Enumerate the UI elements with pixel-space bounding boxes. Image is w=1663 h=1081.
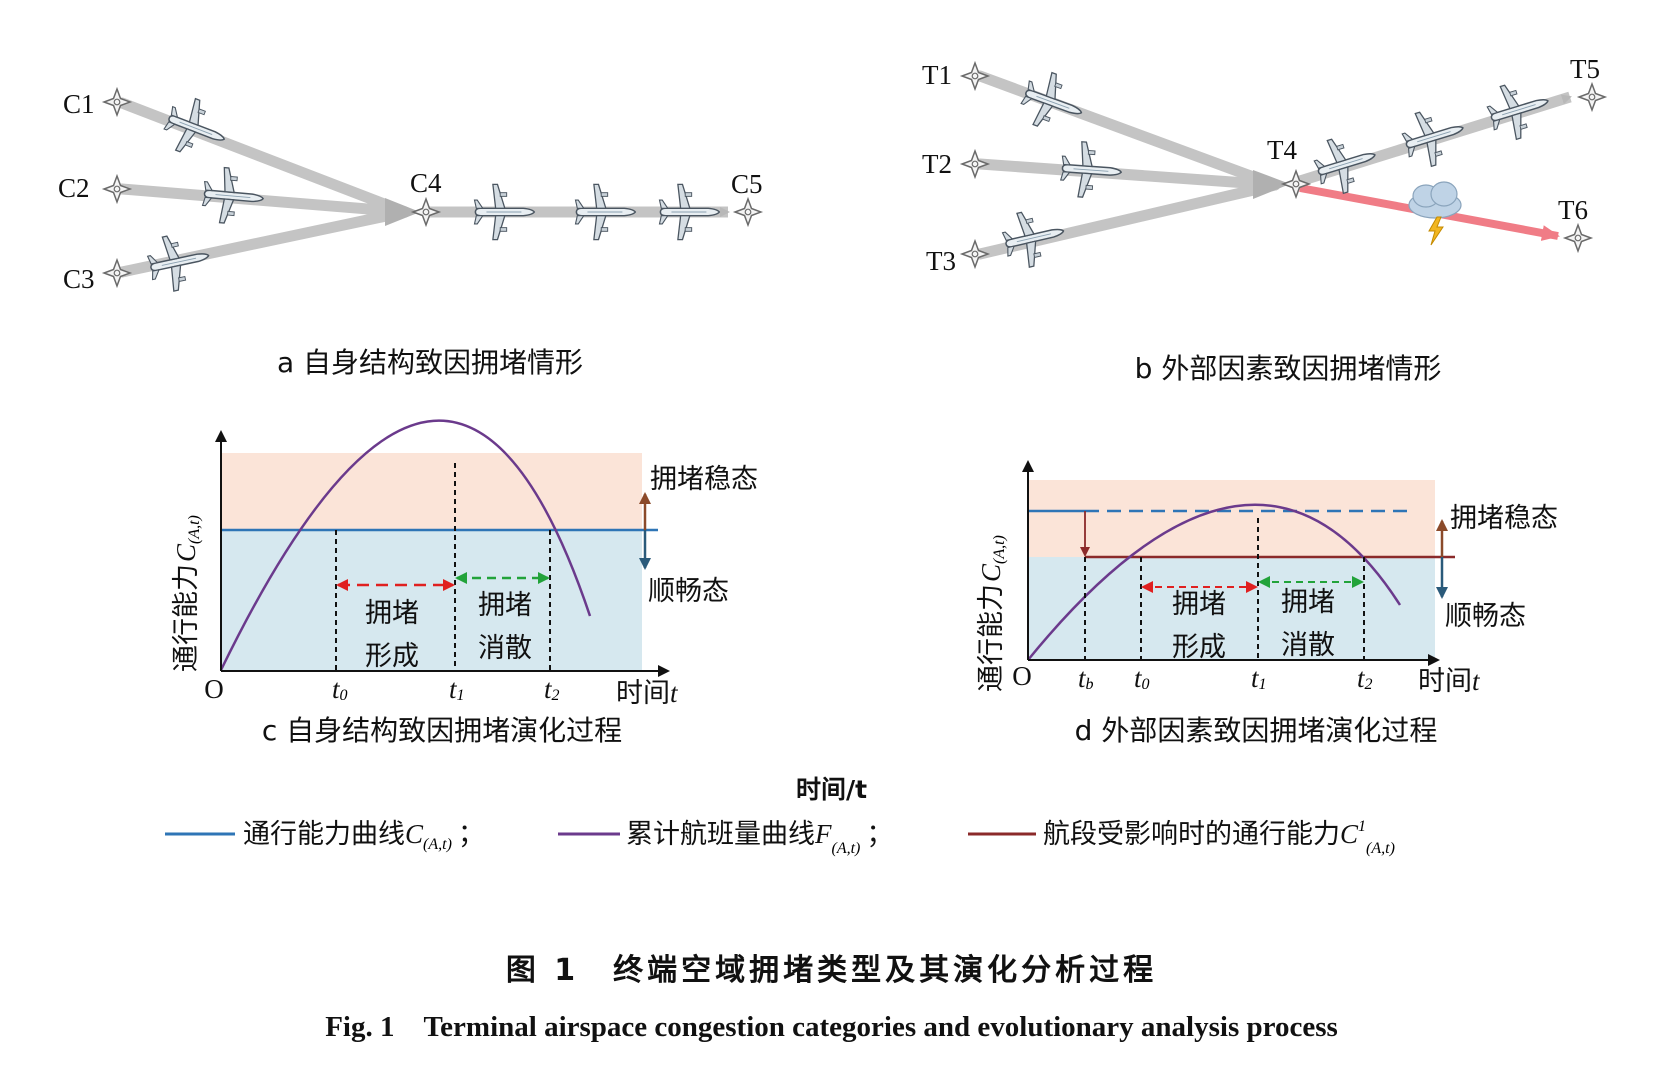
state-congested-label: 拥堵稳态 (1450, 503, 1558, 534)
tick-t2: t2 (544, 674, 560, 704)
waypoint-icon (734, 198, 762, 226)
dissipation-label-1: 拥堵 (1281, 587, 1335, 618)
waypoint-icon (103, 88, 131, 116)
caption-d: d 外部因素致因拥堵演化过程 (1075, 714, 1438, 747)
state-smooth-label: 顺畅态 (1445, 601, 1526, 632)
origin-label: O (1012, 661, 1032, 691)
caption-a: a 自身结构致因拥堵情形 (277, 346, 583, 379)
x-axis-label: 时间t (616, 678, 679, 709)
dissipation-label-2: 消散 (1281, 630, 1335, 661)
origin-label: O (204, 674, 224, 704)
node-c3: C3 (63, 264, 95, 294)
tick-t1: t1 (1251, 663, 1267, 693)
node-c2: C2 (58, 173, 90, 203)
formation-label-2: 形成 (365, 641, 419, 672)
node-t3: T3 (926, 246, 956, 276)
tick-tb: tb (1078, 663, 1094, 693)
node-t4: T4 (1267, 135, 1297, 165)
node-t6: T6 (1558, 195, 1588, 225)
state-congested-label: 拥堵稳态 (650, 464, 758, 495)
panel-b: T1 T2 T3 T4 T5 T6 b 外部因素致因拥堵情形 (922, 54, 1606, 385)
legend-item-capacity: 通行能力曲线C(A,t)； (243, 819, 485, 853)
caption-c: c 自身结构致因拥堵演化过程 (262, 714, 622, 747)
dissipation-label-2: 消散 (478, 633, 532, 664)
route-c2-c4 (116, 183, 411, 218)
node-c4: C4 (410, 168, 442, 198)
legend: 通行能力曲线C(A,t)； 累计航班量曲线F(A,t)； 航段受影响时的通行能力… (165, 818, 1395, 857)
node-t2: T2 (922, 149, 952, 179)
dissipation-label-1: 拥堵 (478, 590, 532, 621)
flights-curve (219, 419, 592, 671)
flights-curve (1027, 503, 1402, 661)
merge-arrow-t4 (1253, 170, 1290, 199)
formation-label-1: 拥堵 (1172, 589, 1226, 620)
smooth-region (221, 530, 642, 671)
legend-header: 时间/t (795, 775, 868, 804)
figure-title-en: Fig. 1 Terminal airspace congestion cate… (325, 1011, 1338, 1043)
node-t1: T1 (922, 60, 952, 90)
waypoint-icon (1564, 224, 1592, 252)
waypoint-icon (961, 62, 989, 90)
figure-title-cn: 图 1 终端空域拥堵类型及其演化分析过程 (505, 953, 1158, 988)
waypoint-icon (1578, 83, 1606, 111)
congested-region (1028, 480, 1435, 557)
node-c1: C1 (63, 89, 95, 119)
y-axis-label: 通行能力C(A,t) (976, 535, 1008, 692)
waypoint-icon (961, 150, 989, 178)
state-smooth-label: 顺畅态 (648, 576, 729, 607)
tick-t0: t0 (1134, 663, 1150, 693)
waypoint-icon (412, 198, 440, 226)
plane-icon (157, 91, 235, 166)
node-c5: C5 (731, 169, 763, 199)
plane-icon (143, 227, 216, 296)
smooth-region (1028, 557, 1435, 660)
panel-a: C1 C2 C3 C4 C5 a 自身结构致因拥堵情形 (58, 88, 763, 379)
storm-cloud-icon (1408, 181, 1462, 246)
waypoint-icon (961, 240, 989, 268)
tick-t0: t0 (332, 674, 348, 704)
waypoint-icon (103, 175, 131, 203)
legend-item-flights: 累计航班量曲线F(A,t)； (626, 819, 893, 857)
plane-icon (1058, 139, 1124, 201)
plane-icon (200, 165, 267, 227)
node-t5: T5 (1570, 54, 1600, 84)
formation-label-1: 拥堵 (365, 598, 419, 629)
merge-arrow-c4 (385, 198, 420, 226)
route-t2-t4 (974, 158, 1281, 191)
tick-t1: t1 (449, 674, 465, 704)
tick-t2: t2 (1357, 663, 1373, 693)
plane-icon (1015, 65, 1092, 140)
legend-item-affected: 航段受影响时的通行能力C1(A,t) (1043, 818, 1395, 857)
formation-label-2: 形成 (1172, 632, 1226, 663)
waypoint-icon (103, 259, 131, 287)
panel-d: 拥堵稳态 顺畅态 拥堵 形成 拥堵 消散 O tb t0 t1 t2 时间t 通… (976, 460, 1558, 747)
y-axis-label: 通行能力C(A,t) (171, 515, 203, 672)
panel-c: 拥堵稳态 顺畅态 拥堵 形成 拥堵 消散 O t0 t1 t2 时间t 通行能力… (171, 419, 758, 747)
caption-b: b 外部因素致因拥堵情形 (1135, 352, 1442, 385)
congested-region (221, 453, 642, 530)
x-axis-label: 时间t (1418, 666, 1481, 697)
